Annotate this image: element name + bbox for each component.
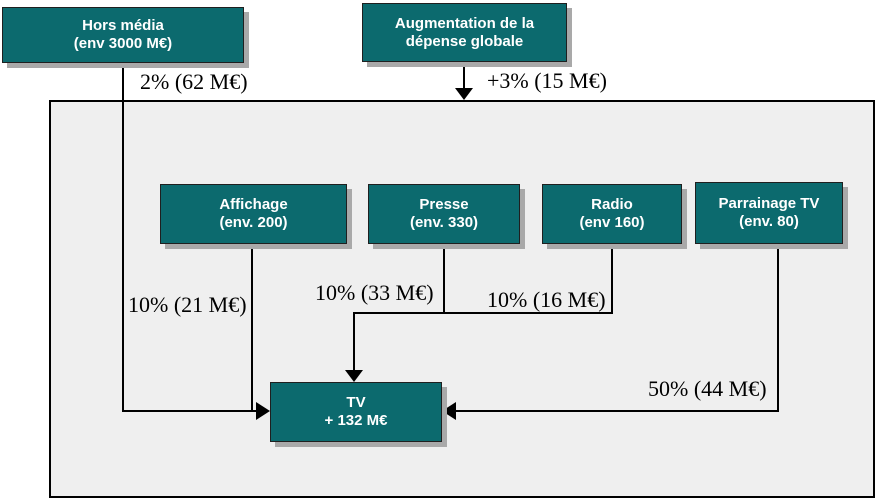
connector-parrainage-horizontal — [456, 410, 779, 412]
node-hors-media: Hors média (env 3000 M€) — [2, 7, 244, 63]
node-parrainage-tv-label: Parrainage TV (env. 80) — [718, 195, 820, 230]
node-presse: Presse (env. 330) — [368, 184, 520, 244]
node-presse-label: Presse (env. 330) — [409, 196, 479, 231]
connector-drop-to-tv-vertical — [353, 312, 355, 370]
node-augmentation: Augmentation de la dépense globale — [362, 3, 567, 62]
flow-label-radio: 10% (16 M€) — [487, 287, 606, 312]
node-tv: TV + 132 M€ — [270, 382, 442, 442]
arrowhead-into-tv-top — [345, 370, 363, 382]
flow-label-augmentation: +3% (15 M€) — [487, 68, 607, 93]
connector-presse-radio-horizontal — [353, 312, 613, 314]
node-affichage: Affichage (env. 200) — [160, 184, 347, 244]
connector-parrainage-vertical — [777, 244, 779, 412]
node-hors-media-label: Hors média (env 3000 M€) — [73, 17, 173, 52]
media-group-container — [49, 100, 875, 498]
flow-label-presse: 10% (33 M€) — [315, 280, 434, 305]
connector-augmentation-vertical — [463, 62, 465, 90]
node-radio: Radio (env 160) — [542, 184, 682, 244]
node-tv-label: TV + 132 M€ — [324, 394, 388, 429]
flow-label-hors-media: 2% (62 M€) — [140, 69, 248, 94]
node-parrainage-tv: Parrainage TV (env. 80) — [695, 182, 843, 244]
flow-label-affichage: 10% (21 M€) — [128, 292, 247, 317]
connector-hors-media-vertical — [122, 63, 124, 412]
arrowhead-into-container-top — [455, 88, 473, 100]
connector-radio-vertical — [611, 244, 613, 314]
node-augmentation-label: Augmentation de la dépense globale — [394, 14, 535, 50]
connector-hors-media-horizontal — [122, 410, 258, 412]
node-affichage-label: Affichage (env. 200) — [219, 196, 288, 231]
flow-label-parrainage: 50% (44 M€) — [648, 376, 767, 401]
arrowhead-into-tv-right — [442, 402, 456, 420]
connector-presse-vertical — [443, 244, 445, 314]
node-radio-label: Radio (env 160) — [579, 196, 645, 231]
connector-affichage-vertical — [251, 244, 253, 412]
arrowhead-into-tv-left — [256, 402, 270, 420]
